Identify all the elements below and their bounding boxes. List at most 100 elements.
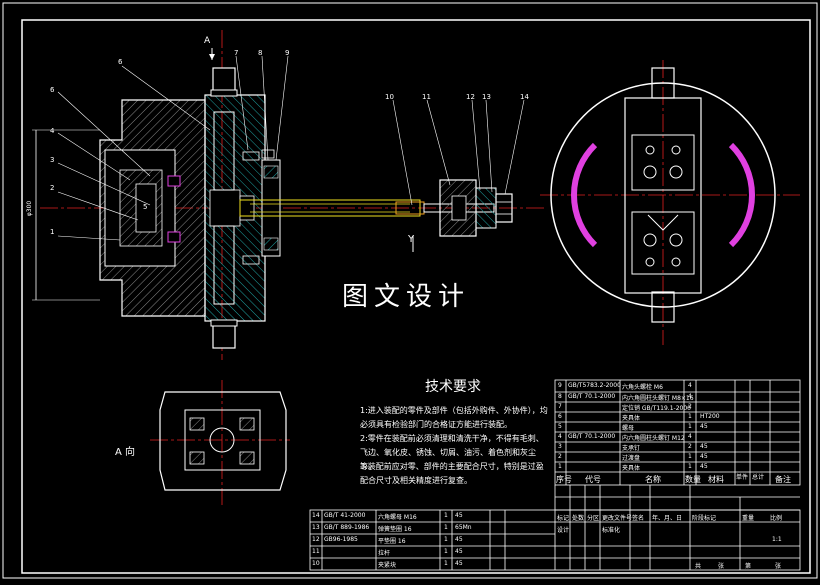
a-view-label: A 向 (115, 447, 136, 458)
balloon-7: 7 (234, 49, 239, 57)
cell-material: 45 (700, 443, 708, 450)
y-mark-label: Y (408, 234, 415, 245)
cell-qty: 4 (688, 393, 692, 400)
cell-no: 2 (558, 453, 562, 460)
cell-material: 45 (700, 423, 708, 430)
leader-lines (57, 55, 525, 241)
cell-qty: 1 (688, 413, 692, 420)
cell-no: 3 (558, 443, 562, 450)
cell-material: 65Mn (455, 524, 472, 531)
watermark-text: 图文设计 (342, 282, 471, 312)
cell-name: 支承钉 (622, 445, 641, 452)
cell-qty: 1 (444, 548, 448, 555)
tb-design: 设计 (557, 527, 570, 534)
tech-note-2: 2:零件在装配前必须清理和清洗干净，不得有毛刺、飞边、氧化皮、锈蚀、切屑、油污、… (360, 434, 544, 471)
parts-header-name: 名称 (645, 475, 661, 484)
cell-no: 8 (558, 393, 562, 400)
tech-note-1: 1:进入装配的零件及部件（包括外购件、外协件），均必须具有检验部门的合格证方能进… (360, 406, 548, 429)
tb-scale-label: 比例 (770, 515, 783, 522)
balloon-5: 5 (143, 203, 148, 211)
cell-qty: 1 (444, 524, 448, 531)
cell-no: 6 (558, 413, 562, 420)
section-arrow-label: A (204, 36, 211, 46)
tb-sheet-unit: 张 (718, 563, 725, 570)
cell-material: 45 (700, 463, 708, 470)
cell-name: 内六角圆柱头螺钉 M12 (622, 435, 685, 442)
tb-stage: 阶段标记 (692, 515, 717, 522)
cell-code: GB/T5783.2-2000 (568, 382, 621, 389)
cell-name: 螺母 (622, 425, 635, 432)
cell-name: 六角头螺栓 M6 (622, 384, 663, 391)
cell-material: 45 (455, 560, 463, 567)
balloon-10: 10 (385, 93, 394, 101)
cell-qty: 1 (444, 536, 448, 543)
cell-no: 11 (312, 548, 320, 555)
cell-name: 过渡盘 (622, 455, 641, 462)
tb-sheet-no: 第 (745, 563, 752, 570)
tech-note-3: 3:装配前应对零、部件的主要配合尺寸，特别是过盈配合尺寸及相关精度进行复查。 (360, 462, 544, 485)
cell-no: 13 (312, 524, 320, 531)
tb-total: 共 (695, 563, 702, 570)
cell-no: 14 (312, 512, 320, 519)
tb-sign: 签名 (632, 515, 645, 522)
balloon-11: 11 (422, 93, 431, 101)
cell-no: 10 (312, 560, 320, 567)
tech-requirements-title: 技术要求 (425, 379, 481, 395)
a-view-drawing (150, 380, 290, 505)
balloon-13: 13 (482, 93, 491, 101)
balloon-12: 12 (466, 93, 475, 101)
cell-name: 六角螺母 M16 (378, 514, 417, 521)
cell-name: 弹簧垫圈 16 (378, 526, 412, 533)
cell-material: 45 (455, 536, 463, 543)
cell-code: GB/T 70.1-2000 (568, 433, 616, 440)
balloon-6b: 6 (118, 58, 123, 66)
side-view (540, 60, 800, 345)
balloon-2: 2 (50, 184, 55, 192)
cell-qty: 1 (688, 453, 692, 460)
cell-code: GB/T 889-1986 (324, 524, 370, 531)
cell-no: 9 (558, 382, 562, 389)
cell-code: GB/T 70.1-2000 (568, 393, 616, 400)
cell-qty: 4 (688, 433, 692, 440)
cell-qty: 1 (688, 463, 692, 470)
tb-mark: 标记 (557, 515, 570, 522)
balloon-6a: 6 (50, 86, 55, 94)
parts-header-no: 序号 (556, 475, 572, 484)
cell-no: 4 (558, 433, 562, 440)
cell-qty: 1 (444, 512, 448, 519)
cell-no: 7 (558, 403, 562, 410)
cell-qty: 4 (688, 382, 692, 389)
cell-name: 拉杆 (378, 550, 391, 557)
cell-qty: 1 (688, 423, 692, 430)
table-grid (309, 379, 801, 571)
parts-header-remark: 备注 (775, 475, 791, 484)
tb-sheet-unit-2: 张 (775, 563, 782, 570)
parts-header-qty: 数量 (685, 475, 701, 484)
tb-scale: 1:1 (772, 536, 782, 543)
cell-code: GB/T 41-2000 (324, 512, 366, 519)
tb-weight: 重量 (742, 515, 755, 522)
parts-header-unit: 单件 (736, 474, 749, 481)
cell-code: GB96-1985 (324, 536, 358, 543)
parts-header-code: 代号 (585, 475, 601, 484)
cell-qty: 2 (688, 403, 692, 410)
balloon-3: 3 (50, 156, 55, 164)
cell-material: 45 (455, 548, 463, 555)
cell-material: 45 (700, 453, 708, 460)
parts-header-material: 材料 (708, 475, 724, 484)
cell-no: 12 (312, 536, 320, 543)
cell-no: 5 (558, 423, 562, 430)
tb-date: 年、月、日 (652, 515, 683, 522)
cell-qty: 2 (688, 443, 692, 450)
diameter-dimension: φ300 (26, 200, 34, 217)
balloon-8: 8 (258, 49, 263, 57)
cell-name: 夹具体 (622, 465, 641, 472)
tb-count: 处数 (572, 515, 585, 522)
tb-zone: 分区 (587, 515, 600, 522)
tb-standard: 标准化 (602, 527, 621, 534)
cell-name: 内六角圆柱头螺钉 M8×16 (622, 395, 694, 402)
cell-no: 1 (558, 463, 562, 470)
